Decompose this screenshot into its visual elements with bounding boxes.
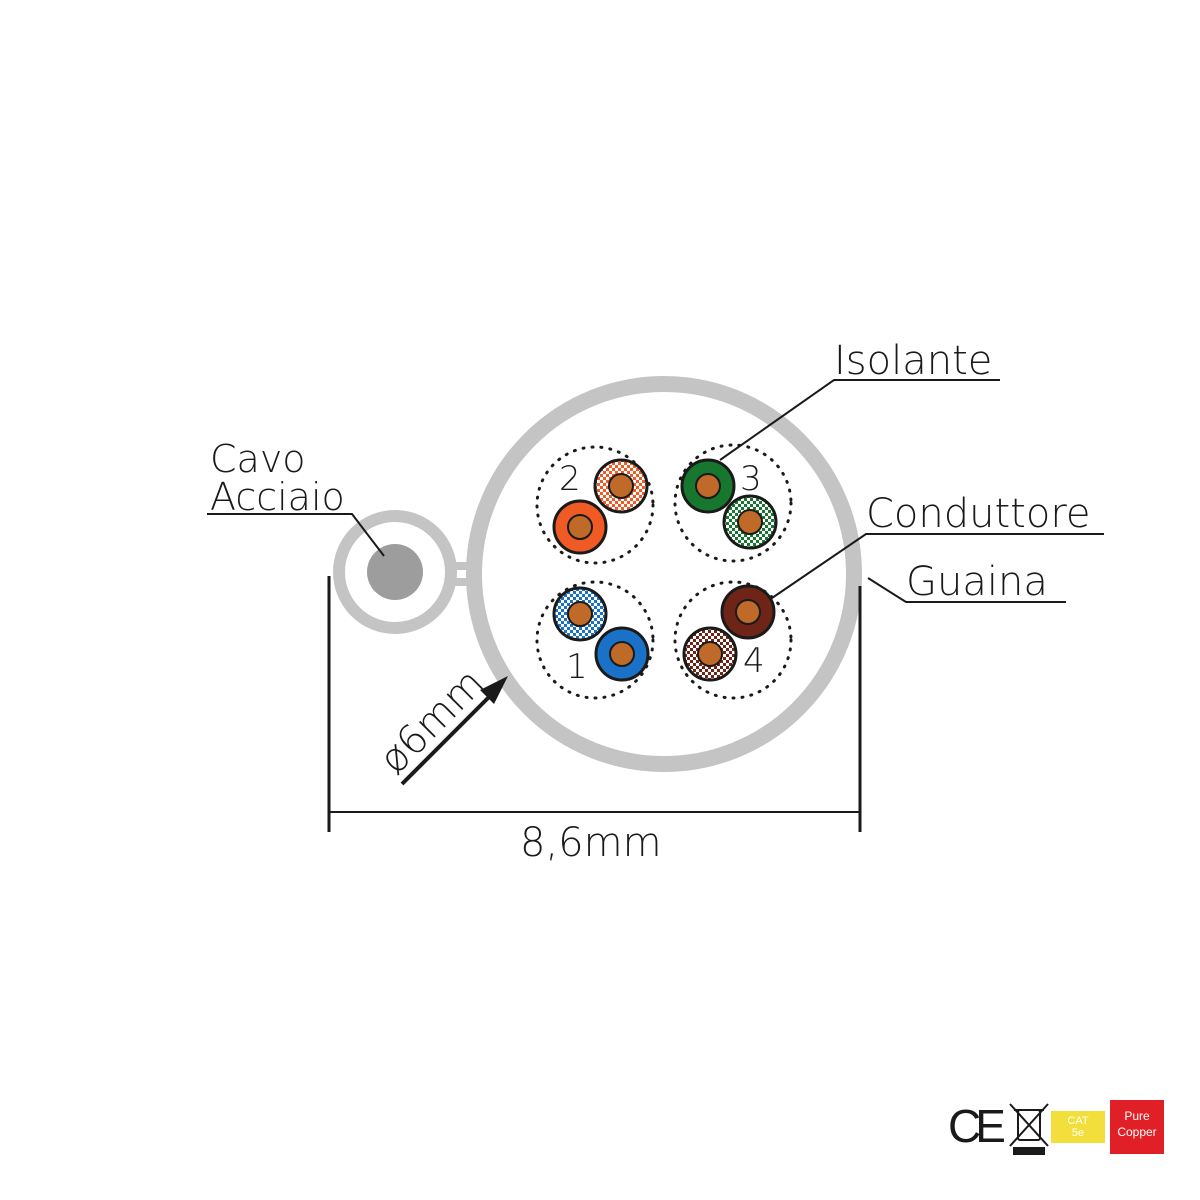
label-conduttore: Conduttore: [866, 491, 1091, 537]
ce-mark: CE: [948, 1100, 1006, 1152]
label-guaina: Guaina: [906, 559, 1048, 605]
steel-wire-core: [367, 544, 423, 600]
conductor: [567, 514, 593, 540]
cat5e-badge-line1: CAT: [1067, 1115, 1089, 1127]
width-dimension: [327, 576, 862, 832]
pair-3-green: [680, 458, 778, 550]
conductor: [608, 473, 634, 499]
pure-copper-badge-line2: Copper: [1117, 1125, 1157, 1139]
label-acciaio: Acciaio: [210, 475, 345, 519]
pair-2-orange: [552, 458, 649, 555]
weee-bin-icon: [1009, 1103, 1049, 1155]
steel-wire: [333, 510, 457, 634]
conductor: [695, 473, 721, 499]
pair-number-2: 2: [559, 459, 581, 499]
leader-isolante: [719, 379, 1000, 461]
leader-guaina: [867, 577, 1066, 603]
conductor: [567, 601, 593, 627]
pair-group-outlines: [535, 443, 793, 700]
diameter-arrow-shaft: [400, 690, 496, 786]
conductor: [609, 641, 635, 667]
pair-number-4: 4: [743, 641, 765, 681]
sheath-web: [446, 562, 470, 570]
leader-conduttore: [771, 533, 1104, 599]
cat5e-badge-line2: 5e: [1071, 1127, 1085, 1139]
steel-wire-sheath: [333, 510, 457, 634]
pair-4-brown: [682, 584, 776, 682]
leader-cavo-acciaio: [207, 513, 385, 557]
label-isolante: Isolante: [834, 338, 992, 384]
label-width: 8,6mm: [520, 820, 662, 866]
pair-number-3: 3: [740, 459, 762, 499]
pair-2-outline: [535, 445, 655, 565]
diameter-arrow-head: [480, 676, 508, 704]
pair-1-outline: [535, 580, 655, 700]
sheath-web-lower: [446, 578, 470, 586]
cat5e-badge: CAT 5e: [1051, 1111, 1105, 1143]
pair-3-outline: [673, 443, 793, 563]
pure-copper-badge: Pure Copper: [1110, 1100, 1164, 1154]
conductor: [735, 599, 761, 625]
pair-1-blue: [552, 586, 650, 682]
pair-number-1: 1: [566, 647, 588, 687]
conductor: [737, 509, 763, 535]
conductor: [697, 641, 723, 667]
pair-4-outline: [673, 580, 793, 700]
pure-copper-badge-line1: Pure: [1124, 1109, 1150, 1123]
label-cavo: Cavo: [210, 437, 306, 481]
label-inner-diameter: ø6mm: [371, 660, 494, 783]
diameter-arrow: [400, 676, 508, 786]
leader-lines: [207, 379, 1104, 603]
main-sheath: [466, 376, 862, 772]
